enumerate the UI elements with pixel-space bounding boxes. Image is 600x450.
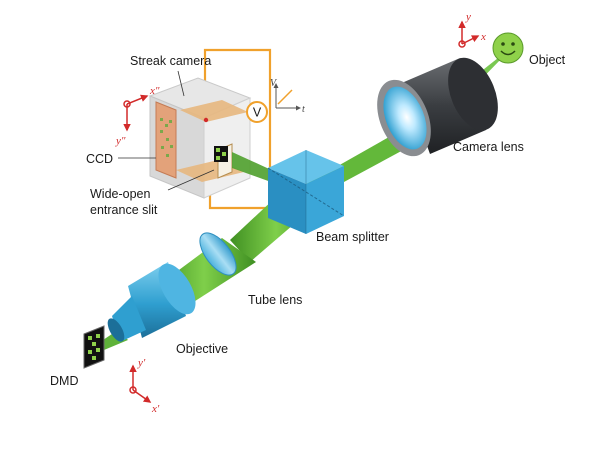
dmd-y-axis-label: y' <box>137 357 146 369</box>
voltmeter-symbol: V <box>253 106 262 120</box>
streaked-image <box>160 118 173 157</box>
label-beam-splitter: Beam splitter <box>316 230 389 244</box>
cube-left <box>268 168 306 234</box>
dmd-device <box>83 325 105 369</box>
deflection-plate-top <box>180 100 248 122</box>
label-ccd: CCD <box>86 152 113 166</box>
label-streak-camera: Streak camera <box>130 54 211 68</box>
streak-axes: x" y" <box>115 85 160 147</box>
object-smiley <box>492 32 524 64</box>
object-y-axis-label: y <box>465 11 471 23</box>
objective-back <box>158 263 196 315</box>
objective-tip <box>107 318 125 342</box>
label-objective: Objective <box>176 342 228 356</box>
voltage-axis-label: V <box>270 78 278 89</box>
object-x-axis-label: x <box>480 31 486 43</box>
time-axis-label: t <box>302 104 305 115</box>
streak-x-axis-label: x" <box>149 85 160 97</box>
label-tube-lens: Tube lens <box>248 293 302 307</box>
streak-camera: V V t <box>148 48 305 210</box>
dmd-x-axis-label: x' <box>151 403 160 415</box>
label-slit-line2: entrance slit <box>90 203 158 217</box>
sweep-voltage-graph: V t <box>270 78 305 115</box>
voltmeter: V <box>246 101 268 123</box>
camera-lens <box>377 57 498 157</box>
object-axes: y x <box>458 11 486 48</box>
phosphor-spot <box>203 117 209 123</box>
streak-y-axis-label: y" <box>115 135 126 147</box>
camera-lens-glass <box>383 86 427 150</box>
label-dmd: DMD <box>50 374 78 388</box>
tube-lens <box>199 232 237 276</box>
cube-right <box>306 166 344 234</box>
label-camera-lens: Camera lens <box>453 140 524 154</box>
slit-pattern <box>214 146 228 162</box>
dmd-axes: y' x' <box>129 357 160 415</box>
label-object: Object <box>529 53 566 67</box>
component-labels: Streak camera Object Camera lens CCD Wid… <box>50 53 566 388</box>
leader-lines <box>118 70 215 191</box>
objective-lens <box>107 262 196 342</box>
label-slit-line1: Wide-open <box>90 187 150 201</box>
camera-lens-rear <box>448 57 498 131</box>
beam-splitter-cube <box>267 150 345 234</box>
